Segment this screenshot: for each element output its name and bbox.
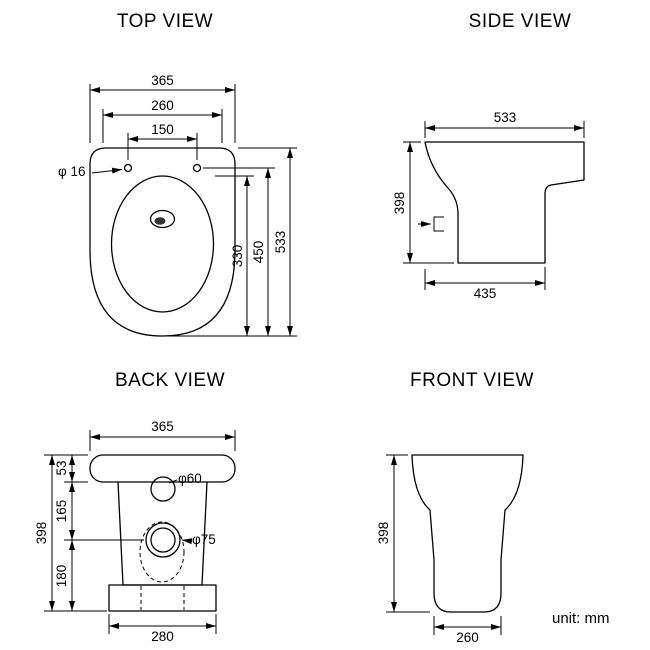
dim-value: 398 bbox=[34, 522, 49, 545]
hidden-trapway-outline bbox=[139, 521, 185, 583]
dim-value: φ 16 bbox=[58, 164, 86, 179]
side-view-title: SIDE VIEW bbox=[469, 11, 572, 32]
hinge-hole-right bbox=[192, 163, 202, 173]
rim-back-outline bbox=[89, 454, 236, 483]
bowl-opening-outline bbox=[110, 175, 215, 313]
dim-top-seat-depth: 450 bbox=[203, 167, 275, 336]
base-plinth-outline bbox=[108, 584, 217, 612]
side-view-outline bbox=[418, 141, 585, 264]
dim-value: φ75 bbox=[192, 532, 216, 547]
front-view: 398 260 bbox=[376, 454, 524, 645]
back-view-title: BACK VIEW bbox=[115, 370, 225, 391]
back-view: 365 53 165 180 398 φ60 bbox=[34, 419, 236, 644]
dim-top-overall-width: 365 bbox=[89, 73, 236, 143]
dim-value: 533 bbox=[494, 110, 517, 125]
dim-back-outlet-diameter: φ75 bbox=[181, 532, 216, 547]
top-view-title: TOP VIEW bbox=[117, 11, 213, 32]
outlet-hole-inner bbox=[150, 527, 176, 553]
dim-top-hinge-spacing: 150 bbox=[127, 122, 198, 160]
dim-front-base-width: 260 bbox=[433, 616, 502, 645]
dim-value: 280 bbox=[151, 629, 174, 644]
dim-value: 365 bbox=[151, 419, 174, 434]
flush-outlet-inner bbox=[154, 217, 166, 225]
dim-top-overall-depth: 533 bbox=[168, 147, 297, 337]
dim-back-base-width: 280 bbox=[108, 614, 217, 644]
dim-back-mid-height: 165 bbox=[54, 482, 75, 540]
dim-value: 398 bbox=[392, 192, 407, 215]
front-view-title: FRONT VIEW bbox=[410, 370, 534, 391]
toilet-front-outline bbox=[411, 454, 524, 613]
dim-value: 53 bbox=[54, 460, 69, 475]
dim-back-outlet-height: 180 bbox=[54, 540, 75, 611]
top-view-outline bbox=[89, 147, 236, 337]
dim-value: 165 bbox=[54, 500, 69, 523]
dim-side-height: 398 bbox=[392, 141, 454, 264]
dim-back-rim-height: 53 bbox=[54, 455, 75, 482]
dim-value: 260 bbox=[456, 630, 479, 645]
dim-side-base-depth: 435 bbox=[424, 267, 546, 301]
leader-line bbox=[91, 167, 123, 174]
inlet-hole bbox=[150, 476, 176, 502]
dim-top-bowl-depth: 330 bbox=[215, 175, 254, 336]
dim-value: 533 bbox=[273, 231, 288, 254]
dim-value: 330 bbox=[230, 245, 245, 268]
toilet-side-profile bbox=[424, 141, 585, 264]
side-view: 533 398 435 bbox=[392, 110, 585, 301]
unit-label: unit: mm bbox=[552, 610, 610, 627]
dim-value: 150 bbox=[151, 122, 174, 137]
hinge-hole-left bbox=[123, 163, 133, 173]
dim-back-overall-width: 365 bbox=[89, 419, 236, 451]
top-view: 365 260 150 φ 16 330 450 bbox=[58, 73, 297, 337]
dim-front-height: 398 bbox=[376, 454, 430, 613]
leader-line bbox=[181, 538, 193, 545]
dim-value: φ60 bbox=[178, 471, 202, 486]
dim-back-inlet-diameter: φ60 bbox=[168, 471, 202, 486]
dim-back-height: 398 bbox=[34, 455, 55, 611]
dim-value: 435 bbox=[474, 286, 497, 301]
dim-value: 450 bbox=[251, 241, 266, 264]
dim-value: 365 bbox=[151, 73, 174, 88]
back-view-outline bbox=[89, 454, 236, 612]
dim-top-seat-width: 260 bbox=[102, 98, 223, 143]
dim-top-hinge-hole-diameter: φ 16 bbox=[58, 164, 123, 179]
dim-side-overall-depth: 533 bbox=[424, 110, 585, 138]
outlet-hole-outer bbox=[145, 522, 181, 558]
toilet-top-outer-outline bbox=[89, 147, 236, 337]
flush-outlet-outer bbox=[149, 209, 176, 229]
dim-value: 260 bbox=[151, 98, 174, 113]
fixing-bracket-detail bbox=[433, 216, 444, 232]
dim-value: 398 bbox=[376, 522, 391, 545]
leader-line bbox=[168, 479, 178, 484]
dim-value: 180 bbox=[54, 565, 69, 588]
